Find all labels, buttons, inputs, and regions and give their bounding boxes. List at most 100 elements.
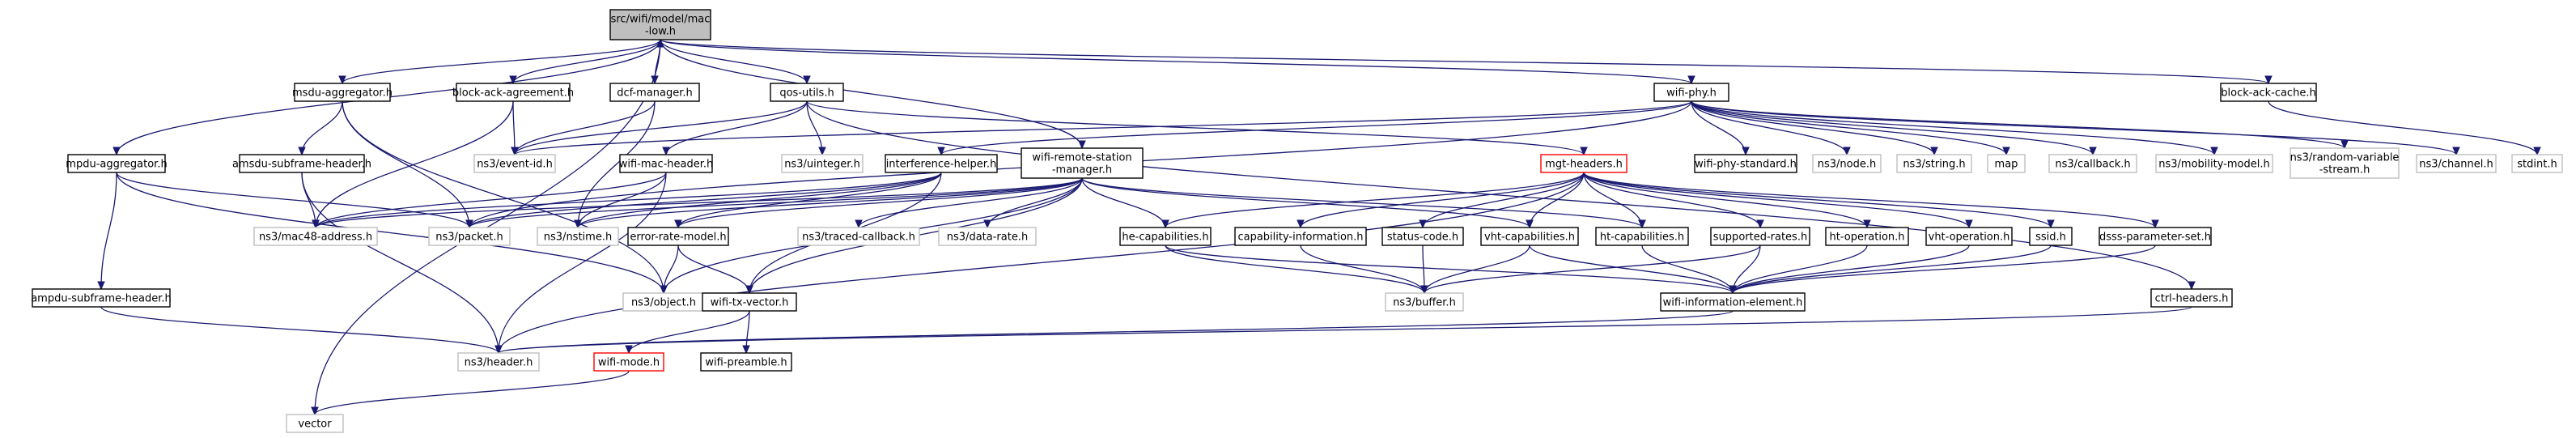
node-vht-op[interactable]: vht-operation.h: [1925, 227, 2013, 246]
edge-tx_vector-to-wifi_mode: [625, 310, 750, 355]
node-ssid[interactable]: ssid.h: [2029, 227, 2073, 246]
edge-back_cache-to-stdint: [2268, 100, 2541, 156]
edges-layer: [97, 38, 2541, 416]
node-box: [239, 154, 365, 173]
node-cap-info[interactable]: capability-information.h: [1234, 227, 1367, 246]
edge-remote_mgr-to-packet: [465, 177, 1083, 229]
node-box: [1925, 227, 2013, 246]
edge-root-to-back_cache: [660, 39, 2273, 85]
node-qos[interactable]: qos-utils.h: [770, 83, 844, 102]
node-box: [1595, 227, 1689, 246]
node-mpdu-agg[interactable]: mpdu-aggregator.h: [66, 154, 168, 173]
node-dcf[interactable]: dcf-manager.h: [609, 83, 700, 102]
node-node[interactable]: ns3/node.h: [1812, 154, 1882, 173]
node-data-rate[interactable]: ns3/data-rate.h: [938, 227, 1037, 246]
node-status[interactable]: status-code.h: [1381, 227, 1464, 246]
node-tx-vector[interactable]: wifi-tx-vector.h: [702, 292, 797, 312]
edge-mgt-to-ssid: [1583, 172, 2055, 229]
node-box: [1021, 147, 1144, 179]
node-box: [702, 292, 797, 312]
node-buffer[interactable]: ns3/buffer.h: [1385, 292, 1464, 312]
node-ht-op[interactable]: ht-operation.h: [1825, 227, 1909, 246]
node-mobility[interactable]: ns3/mobility-model.h: [2155, 154, 2273, 173]
node-box: [593, 352, 664, 372]
node-mgt[interactable]: mgt-headers.h: [1540, 154, 1628, 173]
node-random[interactable]: ns3/random-variable-stream.h: [2290, 147, 2400, 179]
node-msdu-agg[interactable]: msdu-aggregator.h: [292, 83, 393, 102]
node-label: ns3/uinteger.h: [784, 159, 860, 171]
edge-ht_cap-to-info_elem: [1641, 245, 1737, 295]
node-ampdu-hdr[interactable]: ampdu-subframe-header.h: [31, 288, 172, 308]
node-label: qos-utils.h: [779, 87, 834, 100]
node-label: ns3/nstime.h: [544, 232, 612, 244]
edge-remote_mgr-to-traced_cb: [855, 177, 1083, 229]
node-label: wifi-tx-vector.h: [711, 297, 789, 309]
edge-dcf-to-event_id: [511, 100, 656, 156]
node-back-cache[interactable]: block-ack-cache.h: [2220, 83, 2317, 102]
node-back-agree[interactable]: block-ack-agreement.h: [452, 83, 574, 102]
edge-ctrl-to-header: [494, 306, 2192, 355]
edge-qos-to-mgt: [806, 100, 1588, 156]
edge-qos-to-wifi_mac_hdr: [662, 100, 808, 156]
edge-mgt-to-vht_op: [1583, 172, 1973, 229]
edge-root-to-back_agree: [509, 39, 661, 85]
node-root[interactable]: src/wifi/model/mac-low.h: [609, 9, 711, 40]
node-stdint[interactable]: stdint.h: [2511, 154, 2563, 173]
node-wifi-phy[interactable]: wifi-phy.h: [1653, 83, 1729, 102]
node-box: [1660, 292, 1806, 312]
node-channel[interactable]: ns3/channel.h: [2416, 154, 2497, 173]
node-interf[interactable]: interference-helper.h: [885, 154, 998, 173]
node-label: ns3/header.h: [465, 357, 533, 369]
node-preamble[interactable]: wifi-preamble.h: [700, 352, 792, 372]
node-uinteger[interactable]: ns3/uinteger.h: [781, 154, 864, 173]
edge-vht_cap-to-info_elem: [1529, 245, 1737, 295]
node-box: [1896, 154, 1972, 173]
node-traced-cb[interactable]: ns3/traced-callback.h: [797, 227, 920, 246]
node-box: [1234, 227, 1367, 246]
node-header[interactable]: ns3/header.h: [457, 352, 540, 372]
node-event-id[interactable]: ns3/event-id.h: [473, 154, 556, 173]
node-sup-rates[interactable]: supported-rates.h: [1710, 227, 1810, 246]
node-nstime[interactable]: ns3/nstime.h: [537, 227, 619, 246]
node-label: supported-rates.h: [1713, 232, 1807, 244]
node-map[interactable]: map: [1987, 154, 2026, 173]
edge-info_elem-to-header: [494, 310, 1734, 355]
node-box: [700, 352, 792, 372]
node-box: [2416, 154, 2497, 173]
node-string[interactable]: ns3/string.h: [1896, 154, 1972, 173]
edge-remote_mgr-to-err_rate: [674, 177, 1083, 229]
node-mac48[interactable]: ns3/mac48-address.h: [253, 227, 378, 246]
edge-root-to-msdu_agg: [338, 39, 661, 85]
node-label: ns3/channel.h: [2419, 159, 2493, 171]
node-label: ns3/packet.h: [435, 232, 503, 244]
edge-remote_mgr-to-vht_cap: [1081, 177, 1534, 229]
node-wifi-mac-hdr[interactable]: wifi-mac-header.h: [619, 154, 714, 173]
node-dsss[interactable]: dsss-parameter-set.h: [2099, 227, 2212, 246]
node-label: wifi-mac-header.h: [619, 159, 714, 171]
node-ctrl[interactable]: ctrl-headers.h: [2150, 288, 2233, 308]
edge-dcf-to-root: [654, 38, 664, 84]
node-wifi-mode[interactable]: wifi-mode.h: [593, 352, 664, 372]
node-ht-cap[interactable]: ht-capabilities.h: [1595, 227, 1689, 246]
node-he-cap[interactable]: he-capabilities.h: [1119, 227, 1212, 246]
node-object[interactable]: ns3/object.h: [622, 292, 705, 312]
node-vector[interactable]: vector: [286, 414, 344, 433]
node-box: [609, 9, 711, 40]
node-vht-cap[interactable]: vht-capabilities.h: [1480, 227, 1579, 246]
node-packet[interactable]: ns3/packet.h: [428, 227, 511, 246]
node-box: [2220, 83, 2317, 102]
node-label: dcf-manager.h: [617, 87, 693, 100]
node-callback[interactable]: ns3/callback.h: [2048, 154, 2137, 173]
edge-wifi_phy-to-event_id: [511, 100, 1692, 156]
node-label: dsss-parameter-set.h: [2099, 232, 2211, 244]
node-amsdu-hdr[interactable]: amsdu-subframe-header.h: [232, 154, 371, 173]
node-box: [457, 352, 540, 372]
edge-mgt-to-cap_info: [1296, 172, 1585, 229]
node-phy-std[interactable]: wifi-phy-standard.h: [1694, 154, 1797, 173]
node-err-rate[interactable]: error-rate-model.h: [627, 227, 729, 246]
node-info-elem[interactable]: wifi-information-element.h: [1660, 292, 1806, 312]
edge-mpdu_agg-to-ampdu_hdr: [97, 172, 117, 291]
node-remote-mgr[interactable]: wifi-remote-station-manager.h: [1021, 147, 1144, 179]
edge-vht_op-to-info_elem: [1729, 245, 1970, 295]
node-label: wifi-phy-standard.h: [1695, 159, 1797, 171]
